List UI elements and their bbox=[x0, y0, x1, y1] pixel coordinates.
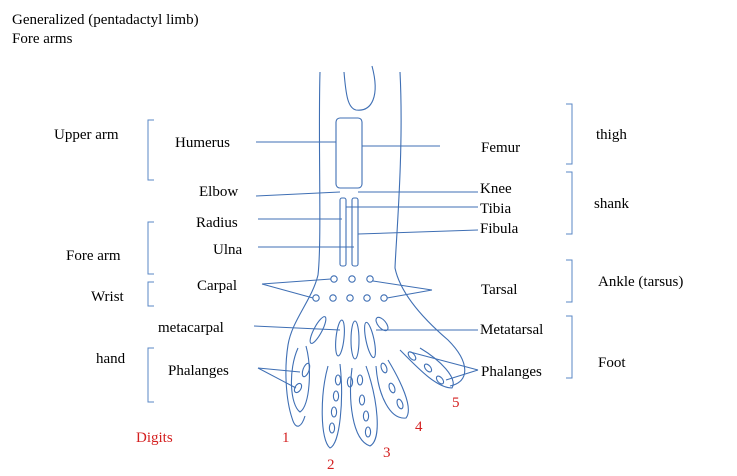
digit-number-4: 4 bbox=[415, 419, 423, 435]
right-pointer-lines bbox=[346, 145, 479, 381]
digit-number-3: 3 bbox=[383, 445, 391, 461]
digit-number-2: 2 bbox=[327, 457, 335, 473]
left-brackets bbox=[147, 119, 154, 403]
label-hand: hand bbox=[96, 351, 126, 367]
label-knee: Knee bbox=[480, 181, 512, 197]
phalanx-bones bbox=[293, 351, 445, 438]
label-shank: shank bbox=[594, 196, 629, 212]
label-thigh: thigh bbox=[596, 127, 627, 143]
digit-1-outline bbox=[290, 345, 310, 413]
label-upper-arm: Upper arm bbox=[54, 127, 119, 143]
label-fibula: Fibula bbox=[480, 221, 519, 237]
label-elbow: Elbow bbox=[199, 184, 239, 200]
label-ankle-tarsus: Ankle (tarsus) bbox=[598, 274, 684, 290]
label-radius: Radius bbox=[196, 215, 238, 231]
diagram-title: Generalized (pentadactyl limb) bbox=[12, 12, 199, 28]
limb-outline-left bbox=[285, 71, 321, 427]
ulna-fibula-bone bbox=[351, 197, 359, 267]
digit-3-outline bbox=[350, 365, 378, 447]
label-fore-arm: Fore arm bbox=[66, 248, 121, 264]
label-wrist: Wrist bbox=[91, 289, 124, 305]
limb-top-notch bbox=[343, 65, 376, 111]
digit-number-5: 5 bbox=[452, 395, 460, 411]
label-tibia: Tibia bbox=[480, 201, 512, 217]
radius-tibia-bone bbox=[339, 197, 347, 267]
label-tarsal: Tarsal bbox=[481, 282, 518, 298]
left-pointer-lines bbox=[253, 141, 354, 389]
digit-5-outline bbox=[399, 347, 454, 389]
label-metatarsal: Metatarsal bbox=[480, 322, 544, 338]
label-phalanges-forelimb: Phalanges bbox=[168, 363, 229, 379]
digit-number-1: 1 bbox=[282, 430, 290, 446]
diagram-subtitle: Fore arms bbox=[12, 31, 73, 47]
metacarpal-metatarsal-bones bbox=[309, 316, 389, 360]
label-foot: Foot bbox=[598, 355, 626, 371]
limb-outline-right bbox=[394, 71, 466, 387]
digit-4-outline bbox=[375, 359, 409, 419]
label-carpal: Carpal bbox=[197, 278, 237, 294]
label-femur: Femur bbox=[481, 140, 521, 156]
humerus-femur-bone bbox=[335, 117, 363, 189]
label-metacarpal: metacarpal bbox=[158, 320, 224, 336]
digit-2-outline bbox=[321, 363, 343, 449]
right-brackets bbox=[566, 103, 573, 379]
label-humerus: Humerus bbox=[175, 135, 230, 151]
label-ulna: Ulna bbox=[213, 242, 243, 258]
label-digits: Digits bbox=[136, 430, 173, 446]
label-phalanges-hindlimb: Phalanges bbox=[481, 364, 542, 380]
